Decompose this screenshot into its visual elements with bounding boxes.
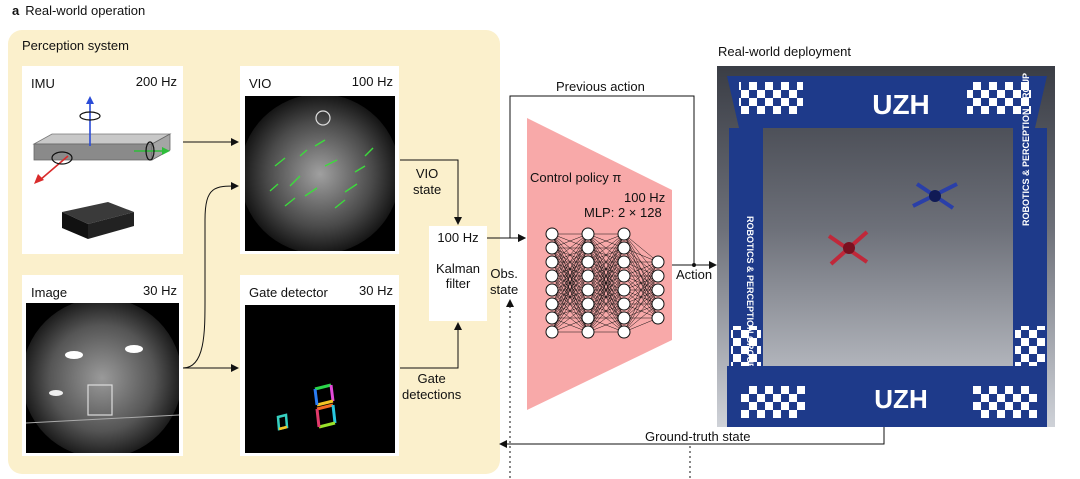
previous-action-label: Previous action [556,79,645,94]
imu-label: IMU [31,76,55,91]
neuron-l1-n2 [581,255,595,269]
panel-letter: a [12,3,20,18]
neuron-l2-n4 [617,283,631,297]
figure-title: Real-world operation [25,3,146,18]
neuron-l1-n3 [581,269,595,283]
arrow-image-to-vio [182,182,239,369]
blue-drone [912,182,958,210]
neuron-l0-n4 [545,283,559,297]
vio-label: VIO [249,76,272,91]
arrow-vio-to-kalman [400,159,462,225]
neuron-l3-n1 [651,269,665,283]
neuron-l2-n6 [617,311,631,325]
fisheye-image [26,303,179,453]
control-policy-block [527,118,672,410]
action-label: Action [676,267,713,282]
arrow-gate-to-kalman [400,322,462,369]
neuron-l1-n0 [581,227,595,241]
neuron-l1-n7 [581,325,595,339]
vio-card: VIO 100 Hz [240,66,399,254]
perception-title: Perception system [22,38,129,53]
vio-state-label: VIO state [413,166,441,198]
policy-title: Control policy π [530,170,622,185]
gate-detector-card: Gate detector 30 Hz [240,275,399,456]
neuron-l2-n7 [617,325,631,339]
obs-state-label: Obs. state [490,266,518,298]
deployment-photo: UZH ROBOTICS & PERCEPTION GROUP ROBOTICS… [717,66,1055,427]
deployment-title: Real-world deployment [718,44,851,59]
obs-state-line2: state [490,282,519,297]
neuron-l0-n5 [545,297,559,311]
imu-illustration [32,96,172,239]
kalman-filter-box: 100 Hz Kalman filter [429,226,487,321]
neuron-l2-n0 [617,227,631,241]
neuron-l0-n6 [545,311,559,325]
vio-state-line1: VIO [415,166,439,181]
policy-architecture: MLP: 2 × 128 [584,205,662,220]
neuron-l0-n1 [545,241,559,255]
vio-rate: 100 Hz [351,74,393,89]
gate-detections-label: Gate detections [402,371,461,403]
red-drone [827,230,869,266]
neuron-l1-n5 [581,297,595,311]
neuron-l0-n0 [545,227,559,241]
gate-detector-label: Gate detector [249,285,328,300]
gate-bottom-text: UZH [874,384,927,414]
banner-left-text: ROBOTICS & PERCEPTION GROUP [745,216,755,369]
gate-detection-mask [245,305,395,453]
neuron-l1-n6 [581,311,595,325]
neuron-l2-n3 [617,269,631,283]
neuron-l1-n1 [581,241,595,255]
neuron-l2-n1 [617,241,631,255]
neuron-l3-n3 [651,297,665,311]
image-card: Image 30 Hz [22,275,183,456]
neuron-l1-n4 [581,283,595,297]
neuron-l3-n2 [651,283,665,297]
arrow-ground-truth [499,427,885,448]
figure-header: a Real-world operation [12,3,145,18]
imu-rate: 200 Hz [135,74,177,89]
gate-top-text: UZH [872,89,930,120]
vio-feature-image [245,96,395,251]
gate-detector-rate: 30 Hz [359,283,393,298]
kalman-rate: 100 Hz [437,230,479,245]
neuron-l0-n7 [545,325,559,339]
image-rate: 30 Hz [143,283,177,298]
gate-detections-line1: Gate [417,371,446,386]
ground-truth-state-label: Ground-truth state [645,429,751,444]
neuron-l0-n2 [545,255,559,269]
mlp-network [545,227,665,339]
neuron-l0-n3 [545,269,559,283]
image-label: Image [31,285,68,300]
kalman-label-line2: filter [445,276,471,291]
neuron-l2-n5 [617,297,631,311]
imu-card: IMU 200 Hz [22,66,183,254]
vio-state-line2: state [413,182,442,197]
policy-rate: 100 Hz [624,190,666,205]
banner-right-text: ROBOTICS & PERCEPTION GROUP [1021,73,1031,226]
neuron-l3-n0 [651,255,665,269]
obs-state-line1: Obs. [490,266,518,281]
arrow-previous-action [509,95,695,265]
kalman-label-line1: Kalman [435,261,481,276]
neuron-l2-n2 [617,255,631,269]
gate-detections-line2: detections [402,387,462,402]
deployment-scene: UZH ROBOTICS & PERCEPTION GROUP ROBOTICS… [717,66,1055,427]
neuron-l3-n4 [651,311,665,325]
